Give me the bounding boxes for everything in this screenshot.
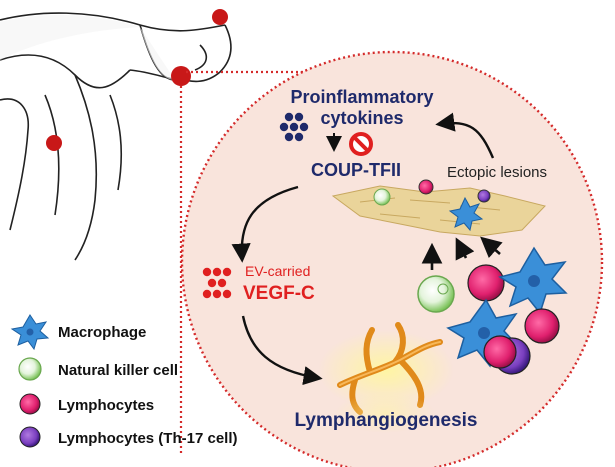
- recruit-arrow-2: [455, 237, 475, 261]
- proinflammatory-label: Proinflammatory: [290, 87, 433, 107]
- lesion-nk-cell: [373, 188, 391, 206]
- lymphocyte-icon: [19, 393, 41, 415]
- nk-cell-icon: [18, 357, 42, 381]
- legend-label-th17: Lymphocytes (Th-17 cell): [58, 430, 238, 447]
- coup-tfii-label: COUP-TFII: [311, 160, 401, 180]
- cluster-lymphocyte-1: [467, 264, 505, 302]
- site-dot-ovary: [212, 9, 228, 25]
- vegf-to-lymph-arrow: [241, 315, 323, 386]
- th17-cell-icon: [19, 426, 41, 448]
- site-dot-uterus: [46, 135, 62, 151]
- legend-label-macrophage: Macrophage: [58, 324, 146, 341]
- site-dot-main: [171, 66, 191, 86]
- cytokines-label: cytokines: [320, 108, 403, 128]
- lesion-macrophage: [448, 196, 484, 232]
- cluster-lymphocyte-3: [483, 335, 517, 369]
- lesion-lymphocyte: [418, 179, 434, 195]
- lymphangiogenesis-label: Lymphangiogenesis: [295, 410, 478, 431]
- legend-label-lymphocytes: Lymphocytes: [58, 397, 154, 414]
- lesion-th17-cell: [477, 189, 491, 203]
- prohibit-icon: [349, 132, 373, 156]
- ev-carried-label: EV-carried: [245, 263, 310, 279]
- coup-to-vegf-arrow: [231, 185, 299, 263]
- ectopic-lesions-label: Ectopic lesions: [447, 164, 547, 181]
- recruit-arrow-3: [480, 236, 503, 259]
- cluster-macrophage-2: [446, 298, 520, 368]
- macrophage-icon: [10, 314, 50, 351]
- cluster-nk-cell: [417, 275, 455, 313]
- vegf-dots: [202, 267, 232, 299]
- cluster-lymphocyte-2: [524, 308, 560, 344]
- feedback-arrow: [435, 112, 495, 159]
- legend-label-nk: Natural killer cell: [58, 362, 178, 379]
- cytokine-dots: [279, 112, 309, 142]
- vegf-c-label: VEGF-C: [243, 283, 315, 304]
